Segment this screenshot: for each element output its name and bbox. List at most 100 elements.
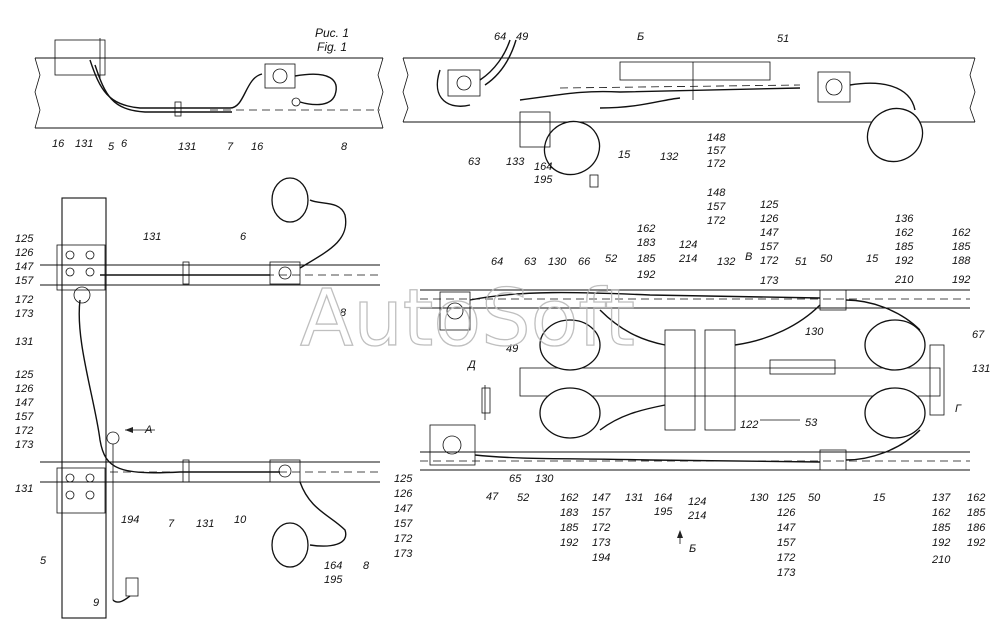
label: 5	[108, 141, 115, 153]
label: 192	[932, 537, 950, 549]
label: 5	[40, 555, 47, 567]
label: 49	[506, 343, 518, 355]
label: 126	[394, 488, 413, 500]
label: 210	[894, 274, 914, 286]
label: 15	[866, 253, 879, 265]
label: 15	[873, 492, 886, 504]
label: 67	[972, 329, 985, 341]
label: 9	[93, 597, 99, 609]
label: 136	[895, 213, 914, 225]
label: 7	[168, 518, 175, 530]
label: 157	[15, 411, 34, 423]
view-mark-d: Д	[466, 359, 476, 371]
label: 131	[625, 492, 643, 504]
label: 126	[15, 247, 34, 259]
label: 6	[240, 231, 247, 243]
left-view	[40, 177, 380, 619]
label: 185	[952, 241, 971, 253]
label: 172	[394, 533, 412, 545]
label: 172	[15, 425, 33, 437]
label: 157	[777, 537, 796, 549]
label: 173	[592, 537, 611, 549]
label: 172	[760, 255, 778, 267]
label: 125	[15, 369, 34, 381]
label: 53	[805, 417, 818, 429]
label: 173	[394, 548, 413, 560]
label: 132	[717, 256, 735, 268]
label: 147	[592, 492, 611, 504]
label: 66	[578, 256, 591, 268]
label: 147	[15, 261, 34, 273]
label: 173	[777, 567, 796, 579]
label: 157	[760, 241, 779, 253]
label: 130	[750, 492, 769, 504]
label: 147	[760, 227, 779, 239]
left-stack-1: 125 126 147 157	[15, 233, 34, 287]
label: 157	[15, 275, 34, 287]
label: 185	[895, 241, 914, 253]
label: 164	[534, 161, 552, 173]
label: 137	[932, 492, 951, 504]
label: 194	[592, 552, 610, 564]
label: 47	[486, 491, 499, 503]
label: 147	[777, 522, 796, 534]
label: 173	[15, 439, 34, 451]
label: 133	[506, 156, 525, 168]
label: 49	[516, 31, 528, 43]
label: 162	[967, 492, 985, 504]
label: 185	[932, 522, 951, 534]
label: 195	[324, 574, 343, 586]
label: 172	[707, 158, 725, 170]
label: 214	[687, 510, 706, 522]
label: 125	[394, 473, 413, 485]
watermark: AutoSoft	[300, 274, 635, 364]
label: 192	[637, 269, 655, 281]
main-view	[420, 289, 970, 544]
view-mark-a: А	[144, 424, 152, 436]
label: 188	[952, 255, 971, 267]
label: 173	[760, 275, 779, 287]
label: 130	[535, 473, 554, 485]
label: 131	[972, 363, 990, 375]
label: 132	[660, 151, 678, 163]
label: 186	[967, 522, 986, 534]
label: 192	[967, 537, 985, 549]
label: 64	[494, 31, 506, 43]
label: 192	[895, 255, 913, 267]
label: 173	[15, 308, 34, 320]
label: 52	[517, 492, 529, 504]
figure-caption-ru: Рис. 1	[315, 26, 349, 40]
label: 195	[654, 506, 673, 518]
label: 130	[805, 326, 824, 338]
label: 172	[592, 522, 610, 534]
label: 131	[143, 231, 161, 243]
label: 172	[15, 294, 33, 306]
label: 51	[795, 256, 807, 268]
label: 162	[560, 492, 578, 504]
label: 148	[707, 132, 726, 144]
label: 183	[560, 507, 579, 519]
label: 50	[808, 492, 821, 504]
label: 126	[777, 507, 796, 519]
label: 8	[340, 307, 347, 319]
label: 7	[227, 141, 234, 153]
label: 185	[967, 507, 986, 519]
label: 10	[234, 514, 247, 526]
label: 192	[560, 537, 578, 549]
label: 162	[932, 507, 950, 519]
label: 210	[931, 554, 951, 566]
label: 131	[178, 141, 196, 153]
label: 172	[707, 215, 725, 227]
label: 8	[341, 141, 348, 153]
left-stack-3: 125 126 147 157 172 173	[15, 369, 34, 451]
label: 164	[324, 560, 342, 572]
label: 157	[394, 518, 413, 530]
label: 183	[637, 237, 656, 249]
label: 147	[15, 397, 34, 409]
label: 194	[121, 514, 139, 526]
label: 126	[15, 383, 34, 395]
label: 162	[895, 227, 913, 239]
label: 185	[560, 522, 579, 534]
label: 122	[740, 419, 758, 431]
